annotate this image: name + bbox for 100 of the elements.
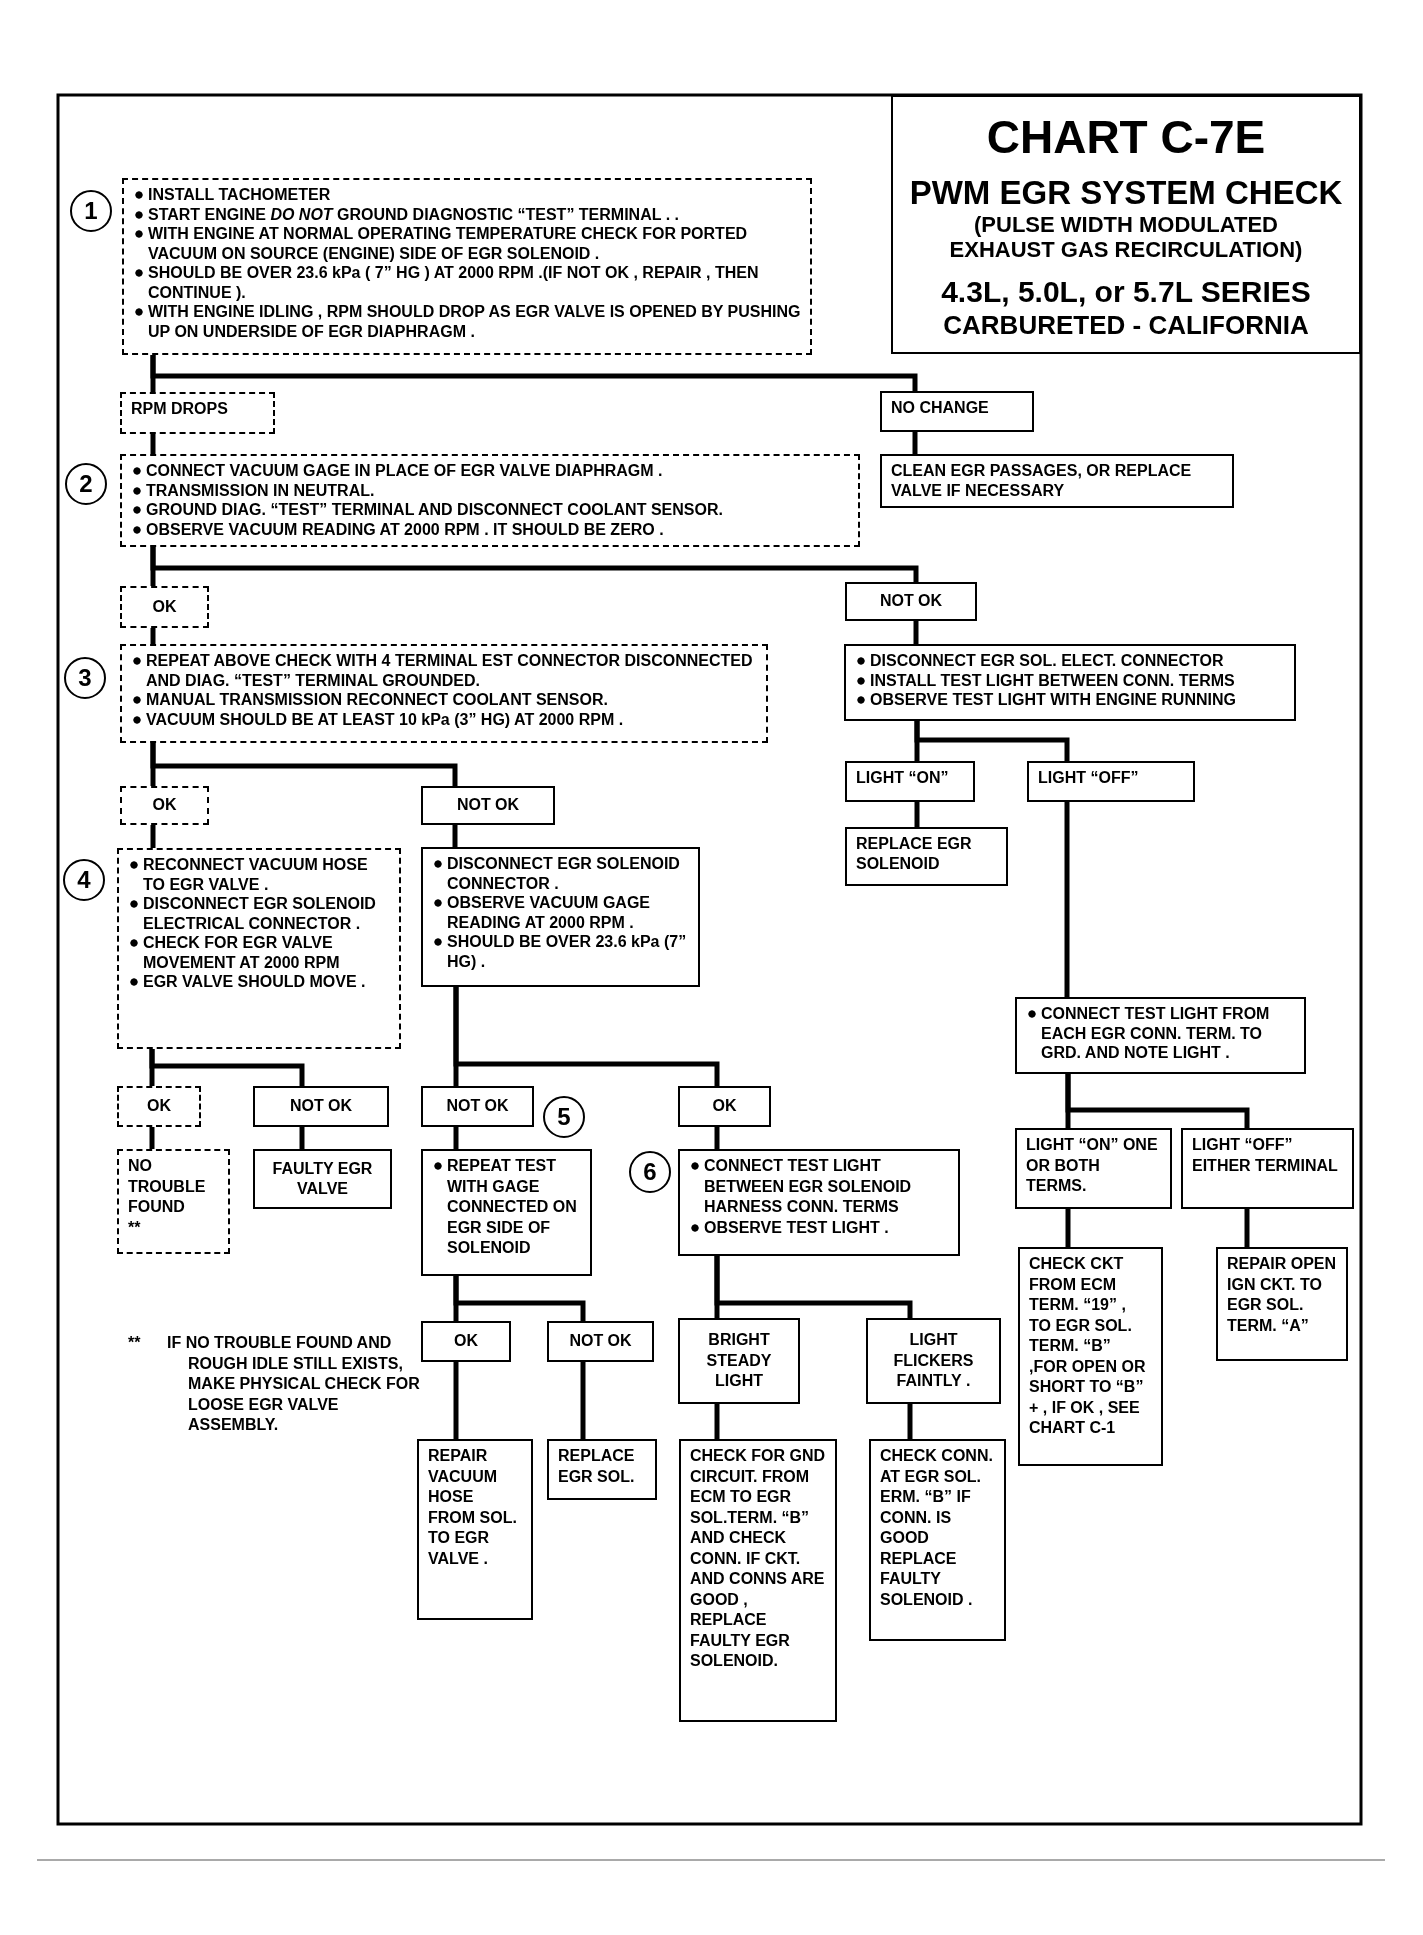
connector-line — [912, 432, 918, 454]
result-box — [1015, 1128, 1172, 1209]
result-box — [866, 1318, 1001, 1404]
result-box — [253, 1086, 389, 1127]
title-box — [891, 95, 1361, 354]
connector-line — [452, 825, 458, 847]
connector-line — [150, 628, 156, 644]
result-text: OK — [146, 1096, 172, 1117]
action-text: CHECK CKT FROM ECM TERM. “19” , TO EGR SOL. TERM. “B” ,FOR OPEN OR SHORT TO “B” + , IF OK , SEE CHART C-1 — [1029, 1254, 1147, 1438]
result-box — [421, 1086, 534, 1127]
connector-line — [150, 434, 156, 454]
result-box — [120, 586, 209, 628]
step-number: 2 — [65, 463, 107, 505]
result-text: NOT OK — [288, 1096, 354, 1117]
result-box — [117, 1149, 230, 1254]
step-box — [117, 848, 401, 1049]
result-box — [845, 582, 977, 621]
result-text: OK — [151, 795, 178, 816]
chart-number: CHART C-7E — [985, 111, 1267, 163]
chart-title: PWM EGR SYSTEM CHECK — [908, 174, 1344, 212]
result-box — [120, 786, 209, 825]
action-box — [880, 454, 1234, 508]
connector-line — [714, 1256, 913, 1318]
connector-line — [150, 825, 156, 848]
result-text: ** — [128, 1217, 142, 1238]
connector-line — [714, 1127, 720, 1149]
connector-line — [150, 743, 458, 786]
result-text: OK — [711, 1096, 738, 1117]
result-text: LIGHT “OFF” EITHER TERMINAL — [1192, 1135, 1339, 1176]
result-box — [880, 391, 1034, 432]
instruction-text: SHOULD BE OVER 23.6 kPa (7” HG) . — [432, 932, 689, 971]
action-text: REPAIR OPEN IGN CKT. TO EGR SOL. TERM. “A” — [1227, 1254, 1337, 1336]
action-box — [1216, 1247, 1348, 1361]
connector-line — [453, 1127, 459, 1149]
action-box — [417, 1439, 533, 1620]
connector-line — [907, 1404, 913, 1439]
result-box — [1181, 1128, 1354, 1209]
action-text: CLEAN EGR PASSAGES, OR REPLACE VALVE IF NECESSARY — [891, 461, 1193, 500]
step-number: 1 — [70, 190, 112, 232]
step-box — [122, 178, 812, 355]
step-box — [421, 847, 700, 987]
connector-line — [913, 621, 919, 644]
result-text: LIGHT “ON” — [856, 768, 950, 788]
result-text: OK — [151, 596, 178, 617]
action-text: FAULTY EGR VALVE — [271, 1158, 374, 1199]
action-text: REPLACE EGR SOLENOID — [856, 834, 973, 873]
step-box — [844, 644, 1296, 721]
chart-subtitle: (PULSE WIDTH MODULATED EXHAUST GAS RECIRCULATION) — [948, 212, 1304, 262]
step-number: 4 — [63, 859, 105, 901]
connector-line — [914, 721, 1070, 761]
action-box — [253, 1149, 392, 1209]
footnote-text: IF NO TROUBLE FOUND AND ROUGH IDLE STILL EXISTS, MAKE PHYSICAL CHECK FOR LOOSE EGR VALVE ASSEMBLY. — [167, 1333, 421, 1435]
action-text: CHECK FOR GND CIRCUIT. FROM ECM TO EGR SOL.TERM. “B” AND CHECK CONN. IF CKT. AND CONNS ARE GOOD , REPLACE FAULTY EGR SOLENOID. — [690, 1446, 826, 1671]
step-number: 5 — [543, 1096, 585, 1138]
connector-line — [453, 1362, 459, 1439]
result-text: LIGHT “ON” ONE OR BOTH TERMS. — [1026, 1135, 1159, 1196]
connector-line — [149, 1049, 305, 1086]
connector-line — [1064, 802, 1070, 997]
step-box — [120, 644, 768, 743]
action-text: CHECK CONN. AT EGR SOL. ERM. “B” IF CONN. IS GOOD REPLACE FAULTY SOLENOID . — [880, 1446, 994, 1610]
step-box — [1015, 997, 1306, 1074]
connector-line — [1244, 1209, 1250, 1247]
result-box — [421, 1321, 511, 1362]
result-box — [547, 1321, 654, 1362]
result-box — [678, 1318, 800, 1404]
connector-line — [150, 547, 919, 582]
action-box — [1018, 1247, 1163, 1466]
connector-line — [150, 355, 918, 391]
result-box — [678, 1086, 771, 1127]
result-text: LIGHT “OFF” — [1038, 768, 1140, 788]
result-text: NOT OK — [568, 1331, 633, 1352]
engine-series: 4.3L, 5.0L, or 5.7L SERIES — [940, 274, 1312, 310]
connector-line — [453, 1276, 586, 1321]
result-text: BRIGHT STEADY LIGHT — [705, 1330, 773, 1392]
step-box — [120, 454, 860, 547]
step-number: 6 — [629, 1151, 671, 1193]
action-box — [547, 1439, 657, 1500]
result-text: NOT OK — [878, 591, 944, 612]
step-box — [421, 1149, 592, 1276]
step-number: 3 — [64, 657, 106, 699]
connector-line — [1065, 1209, 1071, 1247]
action-box — [869, 1439, 1006, 1641]
result-text: NO CHANGE — [891, 398, 990, 418]
action-text: REPAIR VACUUM HOSE FROM SOL. TO EGR VALVE . — [428, 1446, 518, 1569]
action-text: REPLACE EGR SOL. — [558, 1446, 636, 1487]
action-box — [679, 1439, 837, 1722]
result-box — [845, 761, 975, 802]
result-text: LIGHT FLICKERS FAINTLY . — [892, 1330, 975, 1392]
result-box — [1027, 761, 1195, 802]
result-text: NOT OK — [455, 795, 521, 816]
result-box — [117, 1086, 201, 1127]
step-box — [678, 1149, 960, 1256]
result-box — [120, 392, 275, 434]
connector-line — [149, 1127, 155, 1149]
connector-line — [299, 1127, 305, 1149]
connector-line — [714, 1404, 720, 1439]
footnote-mark: ** — [128, 1333, 142, 1353]
result-text: NOT OK — [445, 1096, 510, 1117]
connector-line — [580, 1362, 586, 1439]
connector-line — [1065, 1074, 1250, 1128]
